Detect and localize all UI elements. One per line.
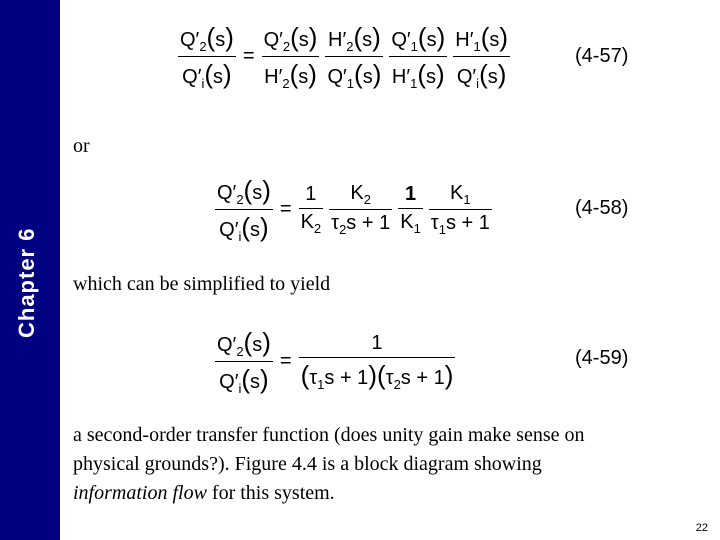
or-text: or — [73, 135, 90, 157]
chapter-sidebar: Chapter 6 — [0, 0, 60, 540]
equation-number-4-57: (4-57) — [575, 45, 629, 67]
emphasis-information-flow: information flow — [73, 482, 207, 504]
equation-number-4-58: (4-58) — [575, 197, 629, 219]
paragraph-line-2: physical grounds?). Figure 4.4 is a bloc… — [73, 453, 542, 475]
page-number: 22 — [695, 522, 708, 534]
paragraph-line-3: information flow for this system. — [73, 478, 335, 508]
chapter-label: Chapter 6 — [14, 227, 39, 338]
equation-4-57: Q′2(s)Q′i(s) = Q′2(s)H′2(s) H′2(s)Q′1(s)… — [178, 22, 511, 91]
paragraph-line-1: a second-order transfer function (does u… — [73, 424, 585, 446]
simplified-text: which can be simplified to yield — [73, 273, 331, 295]
equation-number-4-59: (4-59) — [575, 347, 629, 369]
equation-4-59: Q′2(s)Q′i(s) = 1(τ1s + 1)(τ2s + 1) — [215, 327, 456, 396]
paragraph-line-3-rest: for this system. — [206, 482, 335, 504]
